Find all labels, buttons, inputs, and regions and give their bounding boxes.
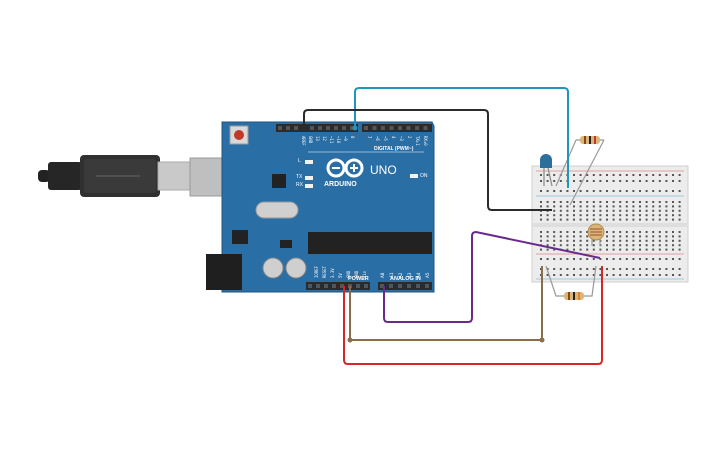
power-pin-label: IOREF [314, 265, 319, 278]
usb-cable[interactable] [38, 155, 193, 197]
rx-label: RX [296, 182, 304, 188]
capacitor-1 [262, 257, 284, 279]
wire-endpoints [301, 125, 545, 343]
pulldown-resistor[interactable] [545, 265, 597, 300]
blue-led[interactable] [540, 154, 553, 187]
pin-label: 12 [322, 136, 327, 141]
power-pin-label: GND [346, 270, 351, 278]
pin-label: 8 [350, 136, 355, 139]
pin-label: ~10 [336, 136, 341, 144]
atmega-chip [308, 232, 432, 254]
pin-label: GND [308, 136, 313, 144]
smd-chip [280, 240, 292, 248]
power-pin-label: RESET [322, 265, 327, 278]
power-analog-header[interactable] [306, 282, 432, 290]
photoresistor[interactable] [587, 223, 605, 246]
pin-label: TX▸1 [415, 136, 420, 146]
pin-label: ~9 [343, 136, 348, 141]
dc-power-jack [206, 254, 242, 290]
pin-label: 2 [407, 136, 412, 139]
wire-purple[interactable] [383, 230, 601, 323]
pin-label: RX◂0 [423, 136, 428, 146]
breadboard[interactable] [531, 165, 689, 283]
wire-black[interactable] [303, 109, 552, 211]
tx-label: TX [296, 174, 303, 180]
pin-label: 4 [391, 136, 396, 139]
pin-label: ~11 [329, 136, 334, 144]
wire-brown[interactable] [349, 266, 543, 341]
pin-label: ~5 [383, 136, 388, 141]
analog-label: ANALOG IN [390, 276, 421, 282]
analog-pin-label: A1 [389, 272, 395, 278]
reset-button[interactable] [229, 125, 249, 145]
digital-label: DIGITAL (PWM~) [374, 146, 414, 152]
crystal-oscillator [255, 201, 299, 219]
capacitor-2 [285, 257, 307, 279]
pin-label: 7 [367, 136, 372, 139]
wire-blue[interactable] [354, 87, 569, 188]
usb-chip [272, 174, 286, 188]
pin-label: ~6 [375, 136, 380, 141]
power-pin-label: 5V [338, 273, 343, 278]
l-label: L [298, 158, 301, 164]
power-pin-label: 3.3V [330, 268, 335, 278]
pin-label: ~3 [399, 136, 404, 141]
analog-pin-label: A2 [398, 272, 404, 278]
arduino-logo-text: ARDUINO [324, 181, 357, 188]
on-label: ON [420, 173, 428, 179]
uno-label: UNO [370, 163, 397, 177]
voltage-regulator [232, 230, 248, 244]
power-label: POWER [348, 276, 369, 282]
onboard-leds [305, 160, 418, 188]
analog-pin-label: A5 [425, 272, 431, 278]
pin-label: 13 [315, 136, 320, 141]
analog-pin-label: A3 [407, 272, 413, 278]
led-resistor[interactable] [555, 136, 605, 206]
analog-pin-label: A4 [416, 272, 422, 278]
power-pin-label: GND [354, 270, 359, 278]
pin-label: AREF [301, 136, 306, 146]
arduino-logo-icon [326, 158, 364, 178]
wire-red[interactable] [343, 266, 603, 365]
analog-pin-label: A0 [380, 272, 386, 278]
power-pin-label: Vin [362, 270, 367, 278]
